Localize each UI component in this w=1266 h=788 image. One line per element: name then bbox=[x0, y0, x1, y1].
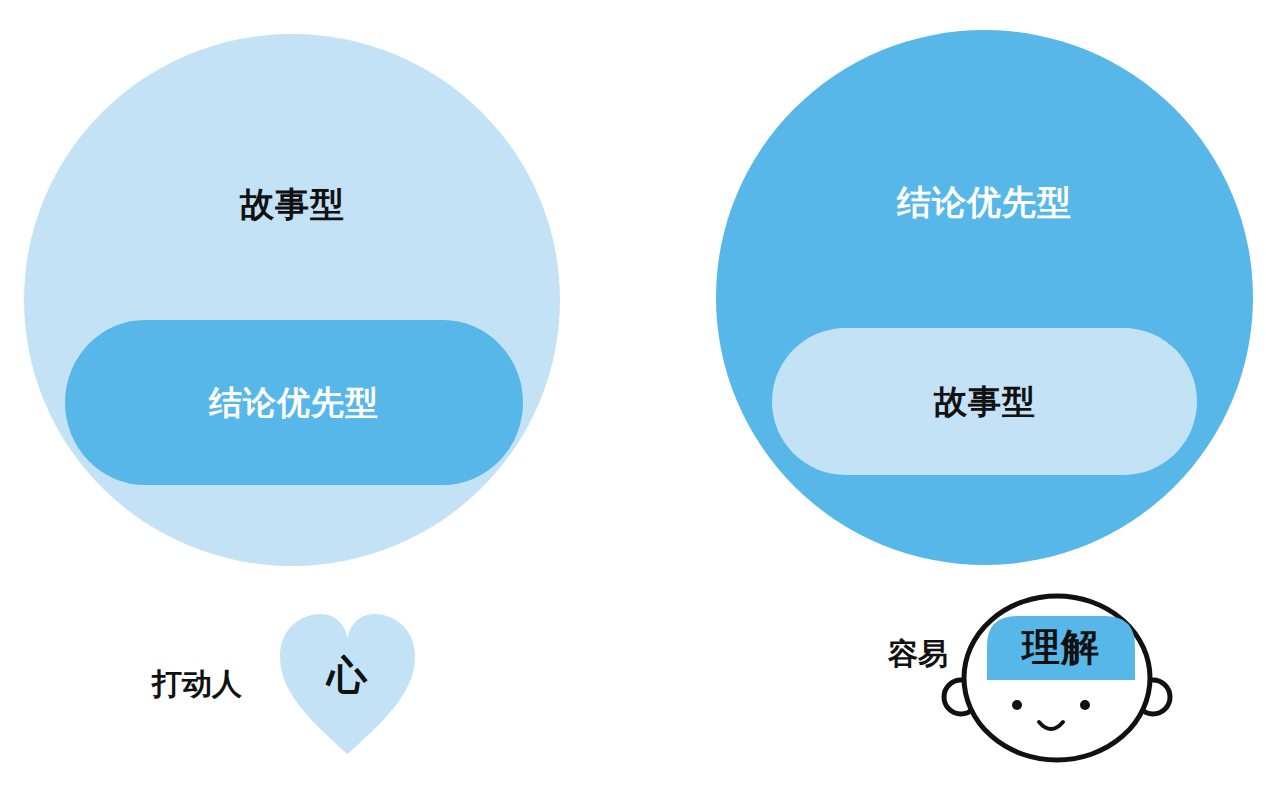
node-text: 理解 bbox=[987, 625, 1135, 671]
node-fill bbox=[24, 34, 560, 566]
node-fill bbox=[772, 328, 1197, 475]
node-text: 结论优先型 bbox=[65, 383, 523, 423]
heart-shape: 心 bbox=[280, 614, 415, 756]
head-outline bbox=[964, 596, 1150, 760]
conclusion-circle: 结论优先型故事型 bbox=[716, 30, 1253, 565]
story-circle: 故事型结论优先型 bbox=[24, 34, 560, 566]
node-fill bbox=[280, 614, 415, 754]
smile bbox=[1039, 722, 1063, 729]
brain-cap: 理解 bbox=[987, 616, 1135, 680]
node-shape bbox=[716, 30, 1253, 565]
node-fill bbox=[65, 320, 523, 485]
story-pill: 故事型 bbox=[772, 328, 1197, 475]
eye bbox=[1080, 700, 1090, 710]
node-fill bbox=[987, 616, 1135, 680]
caption-label: 容易 bbox=[888, 636, 948, 672]
node-text: 结论优先型 bbox=[716, 182, 1253, 223]
node-fill bbox=[716, 30, 1253, 565]
conclusion-pill: 结论优先型 bbox=[65, 320, 523, 485]
node-text: 故事型 bbox=[24, 184, 560, 225]
node-shape bbox=[24, 34, 560, 566]
node-text: 故事型 bbox=[772, 382, 1197, 422]
node-text: 心 bbox=[280, 651, 415, 699]
caption-label: 打动人 bbox=[152, 666, 242, 702]
eye bbox=[1012, 700, 1022, 710]
